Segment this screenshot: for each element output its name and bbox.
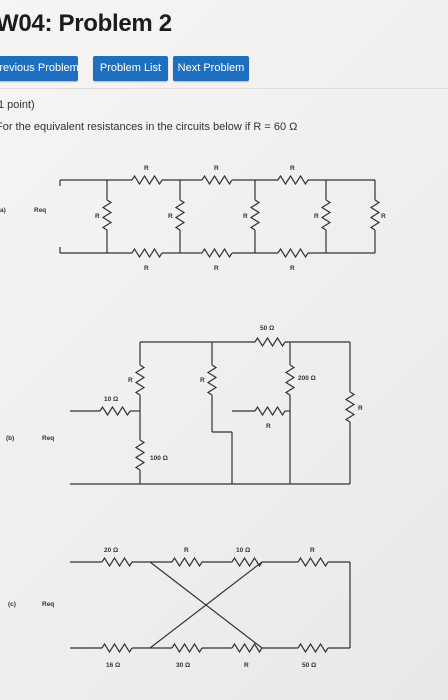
circuit-a-bot-r1-label: R: [144, 265, 149, 272]
circuit-a: [59, 175, 380, 258]
circuit-b-part-label: (b): [6, 435, 14, 442]
circuit-c-top-r2-label: R: [184, 547, 189, 554]
circuit-b-r100-label: 100 Ω: [150, 455, 168, 462]
circuit-a-req-label: Req: [34, 207, 46, 214]
circuit-a-part-label: a): [0, 207, 6, 214]
circuit-a-vert-r1-label: R: [95, 213, 100, 220]
circuit-b-r10-label: 10 Ω: [104, 396, 118, 403]
circuit-c-bot-r4-label: 50 Ω: [302, 662, 316, 669]
circuit-b-mid-r-label: R: [200, 377, 205, 384]
problem-prompt: For the equivalent resistances in the ci…: [0, 121, 298, 133]
circuit-b-r50-label: 50 Ω: [260, 325, 274, 332]
circuit-c-top-r1-label: 20 Ω: [104, 547, 118, 554]
circuit-c-part-label: (c): [8, 601, 16, 608]
page-title: W04: Problem 2: [0, 10, 172, 37]
circuit-a-top-r2-label: R: [214, 165, 219, 172]
circuit-c-req-label: Req: [42, 601, 54, 608]
points-label: 1 point): [0, 99, 35, 111]
circuit-a-bot-r2-label: R: [214, 265, 219, 272]
header-divider: [0, 88, 448, 89]
circuit-c-bot-r1-label: 16 Ω: [106, 662, 120, 669]
circuit-c-bot-r3-label: R: [244, 662, 249, 669]
previous-problem-button[interactable]: Previous Problem: [0, 56, 79, 81]
circuit-b-r200-label: 200 Ω: [298, 375, 316, 382]
circuit-c-bot-r2-label: 30 Ω: [176, 662, 190, 669]
circuit-c: [70, 557, 351, 653]
circuit-a-top-r3-label: R: [290, 165, 295, 172]
circuit-b-left-r-label: R: [128, 377, 133, 384]
circuit-b: [70, 337, 355, 485]
circuit-b-req-label: Req: [42, 435, 54, 442]
circuit-a-vert-r3-label: R: [243, 213, 248, 220]
circuit-b-mid-h-r-label: R: [266, 423, 271, 430]
circuit-a-bot-r3-label: R: [290, 265, 295, 272]
next-problem-button[interactable]: Next Problem: [173, 56, 249, 81]
circuit-b-right-r-label: R: [358, 405, 363, 412]
circuit-a-vert-r2-label: R: [168, 213, 173, 220]
problem-list-button[interactable]: Problem List: [93, 56, 168, 81]
circuit-c-top-r3-label: 10 Ω: [236, 547, 250, 554]
circuit-c-top-r4-label: R: [310, 547, 315, 554]
circuit-a-vert-r4-label: R: [314, 213, 319, 220]
circuit-a-vert-r5-label: R: [381, 213, 386, 220]
circuit-a-top-r1-label: R: [144, 165, 149, 172]
